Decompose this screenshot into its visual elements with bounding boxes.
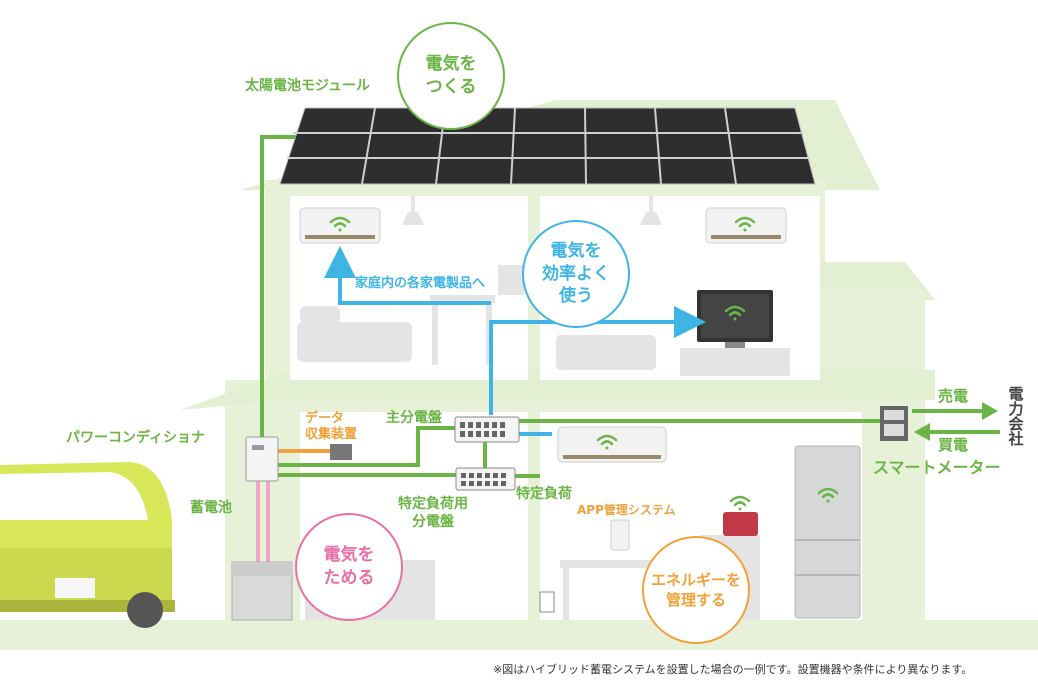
power-conditioner [245, 436, 279, 482]
label-specific-load: 特定負荷 [516, 486, 572, 502]
solar-panels [279, 107, 816, 185]
tv-stand [680, 348, 790, 376]
devices [231, 406, 908, 621]
wifi-icon [817, 487, 839, 503]
label-battery: 蓄電池 [190, 500, 232, 516]
app-tablet [610, 519, 630, 551]
wire-solar [260, 135, 296, 440]
wifi-icon [734, 216, 756, 232]
outlet [539, 591, 555, 613]
bubble-store-text: 電気を ためる [323, 545, 375, 588]
bubble-manage: エネルギーを 管理する [642, 536, 750, 644]
car [0, 462, 175, 628]
wire-to-aircon [324, 246, 491, 305]
label-data-unit: データ 収集装置 [305, 411, 358, 443]
label-solar-module: 太陽電池モジュール [245, 78, 371, 94]
bookshelf [498, 265, 524, 295]
label-buy: 買電 [938, 436, 969, 454]
wifi-icon [329, 216, 351, 232]
specific-panel [455, 467, 516, 491]
dining-table [560, 560, 670, 568]
appliances [299, 207, 861, 619]
car-wheel [127, 592, 163, 628]
data-collector [330, 444, 352, 460]
aircon-upper-right [705, 207, 787, 244]
bubble-manage-text: エネルギーを 管理する [650, 570, 741, 609]
label-smart-meter: スマートメーター [873, 458, 1001, 477]
bubble-efficient-text: 電気を 効率よく 使う [542, 240, 610, 307]
bubble-efficient: 電気を 効率よく 使う [522, 220, 630, 328]
label-main-panel: 主分電盤 [386, 410, 442, 426]
label-power-company: 電力会社 [1006, 386, 1025, 446]
desk [430, 295, 495, 303]
bubble-generate-text: 電気を つくる [425, 54, 477, 97]
ground [0, 620, 1038, 650]
label-appliances: 家庭内の各家電製品へ [355, 276, 486, 291]
wifi-icon [729, 495, 751, 511]
bed [297, 322, 412, 362]
label-specific-panel: 特定負荷用 分電盤 [398, 496, 468, 530]
car-plate [55, 578, 95, 598]
wifi-icon [596, 434, 618, 450]
sofa [556, 335, 656, 370]
wifi-icon [724, 305, 746, 321]
aircon-upper-left [299, 207, 381, 244]
wifi-icons [329, 216, 839, 511]
ceiling-lamp [402, 212, 424, 225]
bubble-generate: 電気を つくる [397, 22, 505, 130]
wire-main [278, 426, 455, 467]
label-sell: 売電 [938, 387, 969, 405]
label-power-conditioner: パワーコンディショナ [66, 430, 206, 446]
refrigerator [794, 445, 861, 619]
footnote: ※図はハイブリッド蓄電システムを設置した場合の一例です。設置機器や条件により異な… [493, 663, 973, 676]
car-window [0, 472, 148, 520]
rice-cooker [723, 512, 758, 536]
ceiling-lamp-2 [640, 212, 662, 225]
bubble-store: 電気を ためる [295, 513, 403, 621]
main-panel [454, 416, 520, 443]
label-app-system: APP管理システム [577, 503, 676, 517]
wire-distribution [489, 306, 706, 415]
wires [256, 135, 1000, 562]
